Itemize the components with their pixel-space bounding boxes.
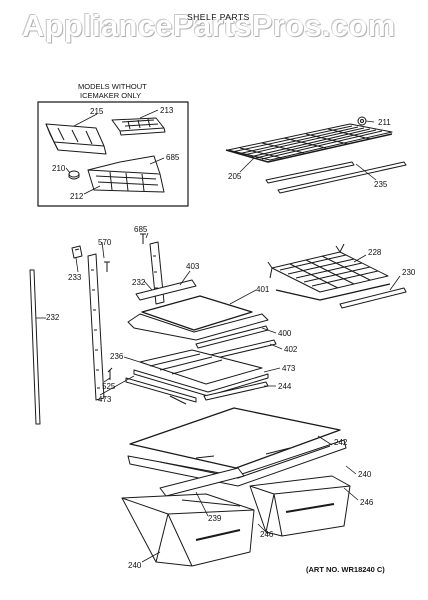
clip-210 <box>68 170 80 180</box>
nut-211 <box>357 116 367 126</box>
part-label-233: 233 <box>68 273 82 282</box>
part-label-403: 403 <box>186 262 200 271</box>
part-label-685: 685 <box>166 153 180 162</box>
frame-473-upper <box>133 369 269 397</box>
part-label-212: 212 <box>70 192 84 201</box>
inset-note-line-1: MODELS WITHOUT <box>78 82 147 91</box>
part-label-210: 210 <box>52 164 66 173</box>
part-label-232-left: 232 <box>46 313 60 322</box>
screw-570 <box>104 261 110 272</box>
glass-shelf-401 <box>141 295 253 331</box>
part-label-232: 232 <box>132 278 146 287</box>
drawer-240-left <box>121 493 255 567</box>
part-label-242: 242 <box>334 438 348 447</box>
part-label-239: 239 <box>208 514 222 523</box>
leader-lines <box>36 109 401 563</box>
part-label-240-right: 240 <box>358 470 372 479</box>
part-label-213: 213 <box>160 106 174 115</box>
part-label-400: 400 <box>278 329 292 338</box>
trim-230 <box>339 287 407 309</box>
trim-235 <box>265 161 407 194</box>
part-label-215: 215 <box>90 107 104 116</box>
part-label-473: 473 <box>282 364 296 373</box>
part-label-401: 401 <box>256 285 270 294</box>
part-label-246-right: 246 <box>360 498 374 507</box>
shelf-frame-232 <box>127 313 269 341</box>
art-number: (ART NO. WR18240 C) <box>306 565 385 574</box>
part-label-240-left: 240 <box>128 561 142 570</box>
part-label-205: 205 <box>228 172 242 181</box>
wire-shelf-205 <box>225 123 393 163</box>
clip-233 <box>71 245 83 259</box>
trim-403 <box>135 279 197 301</box>
part-label-211: 211 <box>378 118 391 127</box>
ice-bin-212 <box>87 155 165 193</box>
diagram-title: SHELF PARTS <box>187 12 250 22</box>
shelf-236 <box>139 349 263 385</box>
ice-tray-215 <box>45 123 107 155</box>
part-label-473-lower: 473 <box>98 395 112 404</box>
ice-tray-213 <box>111 117 166 136</box>
part-label-236: 236 <box>110 352 124 361</box>
bracket-570 <box>87 253 105 401</box>
part-label-235: 235 <box>374 180 388 189</box>
part-label-685-lower: 685 <box>134 225 148 234</box>
part-label-402: 402 <box>284 345 298 354</box>
rail-232-left <box>29 269 41 425</box>
part-label-228: 228 <box>368 248 382 257</box>
inset-note-line-2: ICEMAKER ONLY <box>80 91 142 100</box>
site-watermark: AppliancePartsPros.com <box>22 8 396 43</box>
cover-242 <box>129 407 341 469</box>
part-label-246: 246 <box>260 530 274 539</box>
drawer-240-right <box>249 475 351 537</box>
wire-shelf-228 <box>267 243 391 301</box>
part-label-570: 570 <box>98 238 112 247</box>
divider-239 <box>159 467 245 497</box>
part-label-244: 244 <box>278 382 292 391</box>
inset-box <box>37 101 189 207</box>
part-label-230: 230 <box>402 268 416 277</box>
part-label-525: 525 <box>102 382 116 391</box>
